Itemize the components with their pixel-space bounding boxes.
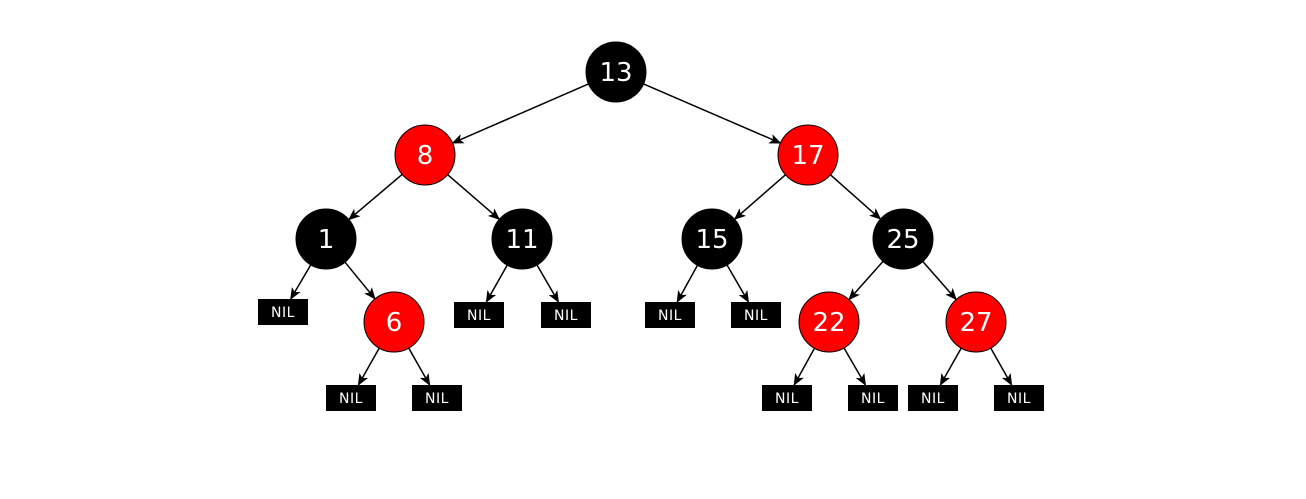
nil-leaf-box xyxy=(541,302,591,328)
node-label: 22 xyxy=(812,308,845,338)
nil-leaf-box xyxy=(454,302,504,328)
nil-leaf-box xyxy=(908,385,958,411)
edge-8-to-n11 xyxy=(447,174,501,221)
nil-leaf: NIL xyxy=(454,302,504,328)
node-circle-red xyxy=(777,124,839,186)
node-label: 1 xyxy=(318,225,335,255)
nil-leaf-label: NIL xyxy=(467,308,491,324)
edge-15-to-nil7 xyxy=(726,264,750,303)
nil-leaf-box xyxy=(258,299,308,325)
nil-leaf: NIL xyxy=(258,299,308,325)
nil-leaf-label: NIL xyxy=(271,305,295,321)
edge-27-to-nil11 xyxy=(990,347,1013,386)
tree-node-6: 6 xyxy=(363,291,425,353)
node-label: 6 xyxy=(386,308,403,338)
nil-leaf: NIL xyxy=(762,385,812,411)
nil-leaf-box xyxy=(326,385,376,411)
edge-17-to-n25 xyxy=(829,174,882,220)
node-label: 17 xyxy=(791,141,824,171)
node-circle-black xyxy=(491,208,553,270)
node-circle-black xyxy=(681,208,743,270)
nil-leaf-box xyxy=(994,385,1044,411)
edges xyxy=(290,83,1013,386)
nil-leaf: NIL xyxy=(994,385,1044,411)
edge-17-to-n15 xyxy=(733,174,786,220)
node-label: 15 xyxy=(695,225,728,255)
nil-leaf-label: NIL xyxy=(554,308,578,324)
nil-leaf-label: NIL xyxy=(744,308,768,324)
tree-node-11: 11 xyxy=(491,208,553,270)
nil-leaf-label: NIL xyxy=(1007,391,1031,407)
node-label: 27 xyxy=(959,308,992,338)
edge-25-to-n22 xyxy=(848,260,884,301)
nil-leaf-box xyxy=(412,385,462,411)
edge-1-to-n6 xyxy=(344,261,376,300)
edge-1-to-nil1 xyxy=(290,264,312,300)
edge-22-to-nil9 xyxy=(843,347,867,386)
node-circle-black xyxy=(872,208,934,270)
tree-node-8: 8 xyxy=(394,124,456,186)
nil-leaf-label: NIL xyxy=(425,391,449,407)
nil-leaf-label: NIL xyxy=(921,391,945,407)
node-label: 25 xyxy=(886,225,919,255)
node-circle-red xyxy=(363,291,425,353)
nil-leaf-box xyxy=(762,385,812,411)
tree-node-27: 27 xyxy=(945,291,1007,353)
edge-8-to-n1 xyxy=(348,173,403,221)
node-circle-black xyxy=(585,41,647,103)
node-circle-black xyxy=(295,208,357,270)
edge-27-to-nil10 xyxy=(939,347,962,386)
nil-leaf: NIL xyxy=(848,385,898,411)
nil-leaf-box xyxy=(731,302,781,328)
nil-leaf: NIL xyxy=(731,302,781,328)
edge-6-to-nil3 xyxy=(408,347,431,386)
nil-leaf-label: NIL xyxy=(861,391,885,407)
nil-leaf: NIL xyxy=(645,302,695,328)
nil-leaf: NIL xyxy=(541,302,591,328)
node-label: 8 xyxy=(417,141,434,171)
nil-leaf-label: NIL xyxy=(339,391,363,407)
node-circle-red xyxy=(394,124,456,186)
tree-node-13: 13 xyxy=(585,41,647,103)
nil-leaf-label: NIL xyxy=(658,308,682,324)
edge-15-to-nil6 xyxy=(676,264,699,303)
edge-22-to-nil8 xyxy=(793,347,816,386)
nil-leaf: NIL xyxy=(412,385,462,411)
nil-leaf: NIL xyxy=(326,385,376,411)
edge-13-to-n8 xyxy=(451,83,589,144)
edge-25-to-n27 xyxy=(922,261,957,301)
edge-11-to-nil4 xyxy=(485,264,508,303)
edge-13-to-n17 xyxy=(643,83,782,144)
edge-11-to-nil5 xyxy=(536,264,560,303)
tree-node-25: 25 xyxy=(872,208,934,270)
nil-leaf-box xyxy=(848,385,898,411)
tree-node-17: 17 xyxy=(777,124,839,186)
edge-6-to-nil2 xyxy=(357,347,380,386)
tree-node-15: 15 xyxy=(681,208,743,270)
node-circle-red xyxy=(798,291,860,353)
node-circle-red xyxy=(945,291,1007,353)
nil-leaf: NIL xyxy=(908,385,958,411)
nil-leaf-box xyxy=(645,302,695,328)
node-label: 11 xyxy=(505,225,538,255)
node-label: 13 xyxy=(599,58,632,88)
tree-node-22: 22 xyxy=(798,291,860,353)
tree-node-1: 1 xyxy=(295,208,357,270)
nil-leaf-label: NIL xyxy=(775,391,799,407)
